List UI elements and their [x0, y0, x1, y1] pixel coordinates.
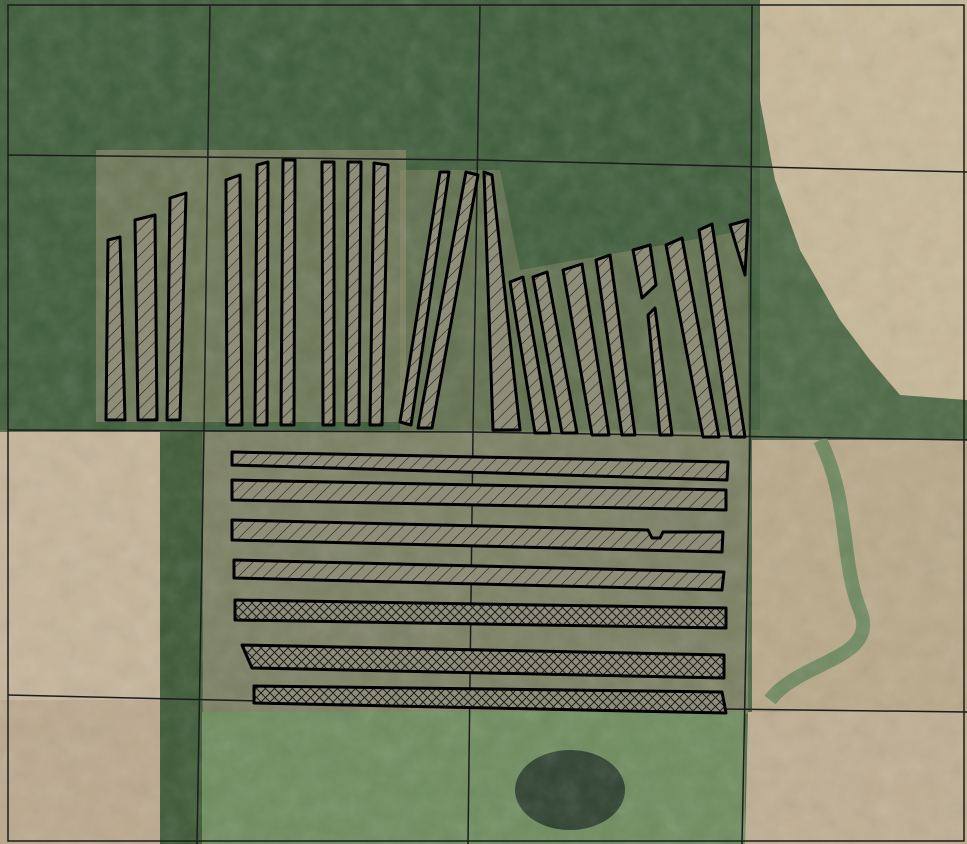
southern-plots-hatched — [230, 450, 730, 592]
plot-strip — [728, 218, 750, 277]
plot-strip — [531, 270, 579, 435]
plot-strip — [416, 170, 480, 430]
plot-strip — [279, 158, 297, 427]
plot-strip — [230, 518, 725, 554]
plot-strip — [344, 160, 363, 427]
plot-strip — [232, 558, 726, 592]
grid-line-v1 — [196, 4, 211, 844]
southern-plots-crosshatched — [233, 598, 728, 715]
plot-strip — [104, 235, 127, 422]
grid-line-h2 — [7, 429, 967, 441]
plot-strip — [508, 275, 552, 435]
plot-strip — [230, 478, 728, 512]
plot-strip — [646, 306, 674, 437]
plot-strip — [697, 222, 747, 439]
plot-strip — [240, 643, 726, 680]
plot-strip — [482, 170, 522, 432]
plot-strip — [320, 160, 336, 427]
plot-strip — [253, 160, 270, 427]
plot-strip — [224, 173, 244, 427]
plot-strip — [664, 236, 721, 439]
plot-strip — [252, 684, 728, 715]
plot-strip — [230, 450, 730, 482]
plot-strip — [165, 191, 188, 422]
plot-strip — [233, 598, 728, 630]
plot-strip — [561, 262, 611, 437]
plot-strip — [631, 243, 658, 300]
plot-strip — [398, 170, 451, 427]
map-border — [7, 4, 965, 842]
plot-strip — [594, 253, 637, 437]
northern-plots — [104, 158, 750, 439]
grid-line-v3 — [741, 4, 753, 844]
grid-line-h1 — [7, 154, 967, 173]
plot-strip — [368, 161, 390, 427]
plot-strip — [133, 213, 159, 422]
